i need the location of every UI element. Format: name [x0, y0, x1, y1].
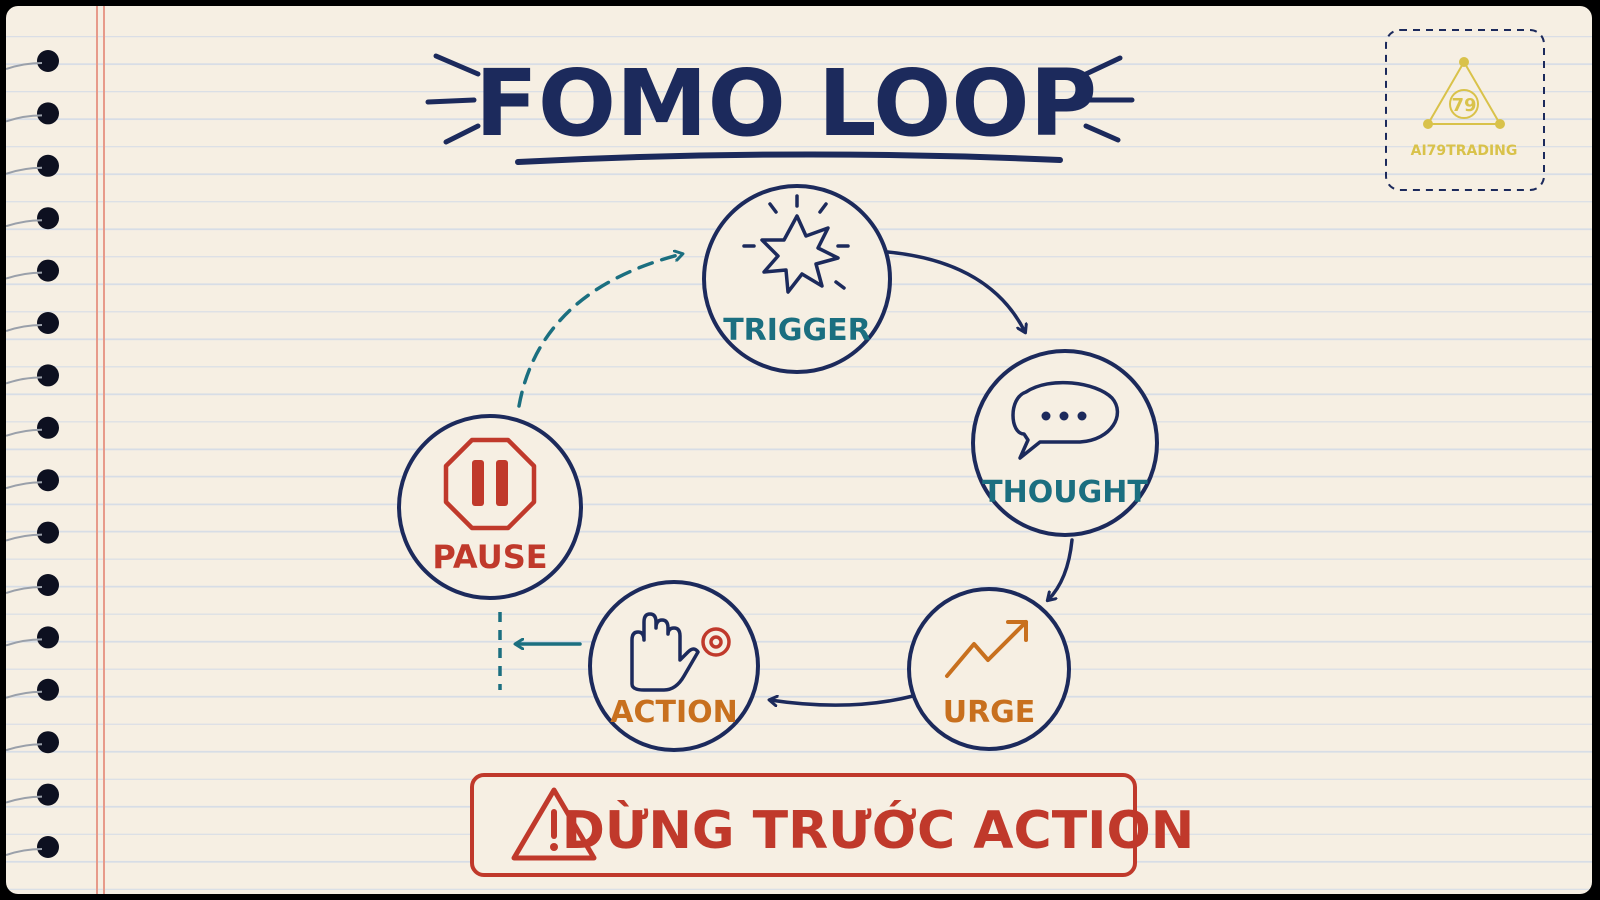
binding-hole: [37, 102, 59, 125]
binding-wire: [6, 62, 43, 70]
node-label-pause: PAUSE: [432, 538, 547, 576]
pause-octagon-icon: [443, 437, 537, 531]
speech-bubble-icon: [1011, 380, 1120, 460]
binding-hole: [37, 312, 59, 334]
binding-hole: [37, 469, 59, 492]
arrow-trigger-to-thought: [886, 250, 1025, 332]
warning-banner: DỪNG TRƯỚC ACTION: [470, 773, 1195, 877]
binding-wire: [6, 428, 43, 437]
logo-triangle-icon: [1423, 57, 1505, 129]
binding-wire: [6, 324, 43, 332]
binding-hole: [37, 836, 59, 858]
fomo-loop-diagram: FOMO LOOP 79 AI79TRADING: [6, 6, 1545, 894]
binding-wire: [6, 166, 43, 175]
binding-wire: [6, 219, 43, 228]
binding-hole: [37, 626, 59, 649]
binding-hole: [37, 259, 59, 282]
binding-wire: [6, 743, 43, 752]
binding-wire: [6, 271, 43, 280]
node-label-thought: THOUGHT: [982, 475, 1148, 510]
binding-hole: [37, 50, 59, 72]
page-title: FOMO LOOP: [475, 50, 1097, 157]
binding-wire: [6, 690, 43, 699]
binding-hole: [37, 207, 59, 230]
emphasis-marks-right: [1083, 55, 1135, 143]
warning-text: DỪNG TRƯỚC ACTION: [562, 799, 1195, 861]
binding-wire: [6, 533, 43, 542]
arrow-pause-to-trigger: [517, 254, 682, 408]
binding-hole: [37, 154, 59, 177]
binding-wire: [6, 586, 43, 594]
binding-holes: [6, 50, 59, 858]
emphasis-marks-left: [425, 53, 481, 145]
node-label-urge: URGE: [943, 695, 1036, 730]
brand-logo: 79 AI79TRADING: [1385, 29, 1545, 191]
node-trigger: TRIGGER: [702, 184, 892, 374]
burst-star-icon: [742, 194, 850, 294]
node-label-action: ACTION: [610, 695, 737, 730]
node-urge: URGE: [907, 587, 1071, 751]
node-label-trigger: TRIGGER: [723, 313, 871, 348]
binding-hole: [37, 416, 59, 439]
logo-text: AI79TRADING: [1411, 143, 1518, 159]
logo-number: 79: [1451, 95, 1476, 116]
title-block: FOMO LOOP: [425, 50, 1135, 165]
binding-hole: [37, 364, 59, 387]
arrow-thought-to-urge: [1048, 538, 1074, 600]
loop-arrows: [498, 250, 1074, 705]
notebook-page: FOMO LOOP 79 AI79TRADING: [6, 6, 1592, 894]
arrow-urge-to-action: [770, 694, 915, 705]
trend-up-arrow-icon: [945, 620, 1028, 678]
node-pause: PAUSE: [397, 414, 583, 600]
binding-hole: [37, 678, 59, 701]
binding-hole: [37, 731, 59, 754]
title-underline: [515, 151, 1063, 165]
binding-hole: [37, 574, 59, 596]
binding-wire: [6, 376, 43, 385]
binding-hole: [37, 521, 59, 544]
binding-wire: [6, 638, 43, 647]
binding-hole: [37, 783, 59, 806]
warning-triangle-icon: [511, 787, 597, 861]
margin-lines: [96, 6, 105, 894]
binding-wire: [6, 481, 43, 490]
node-thought: THOUGHT: [971, 349, 1159, 537]
hand-click-icon: [630, 612, 731, 692]
binding-wire: [6, 848, 43, 856]
binding-wire: [6, 114, 43, 123]
binding-wire: [6, 795, 43, 804]
node-action: ACTION: [588, 580, 760, 752]
